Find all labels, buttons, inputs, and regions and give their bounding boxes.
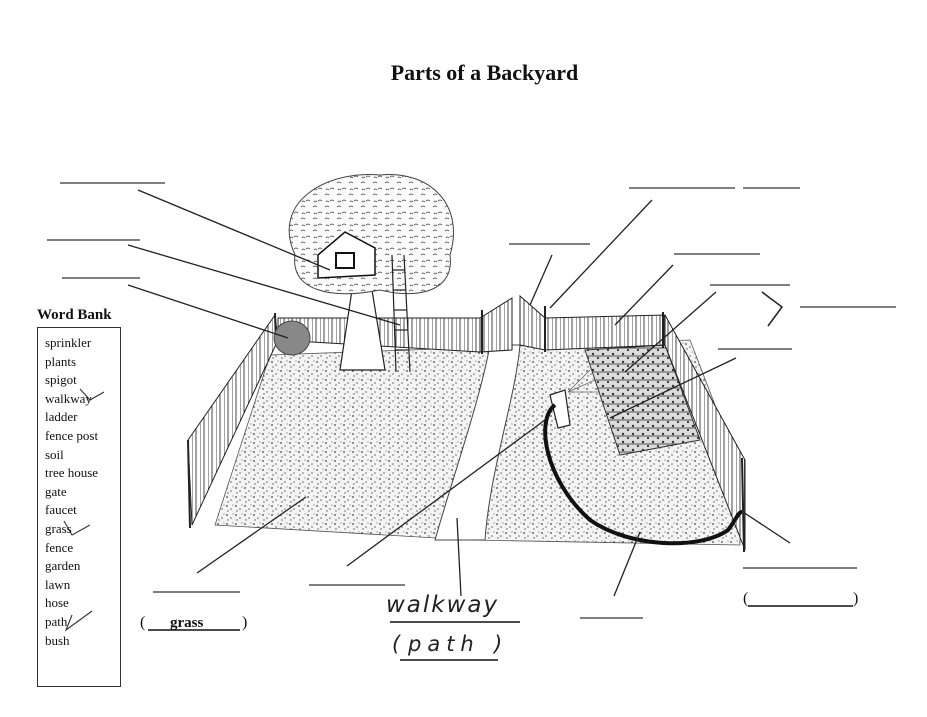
word-bank-item: fence post — [45, 427, 99, 443]
tree-house — [317, 231, 376, 279]
handwritten-path: path — [408, 632, 480, 656]
leader-lines — [127, 189, 791, 597]
right-open-paren: ( — [743, 590, 749, 607]
handwritten-bracket — [761, 291, 784, 327]
word-bank-item: ladder — [45, 409, 78, 425]
fence-posts — [187, 306, 745, 553]
word-bank-item: walkway — [45, 390, 92, 406]
ladder — [391, 254, 411, 373]
word-bank-item: bush — [45, 632, 70, 648]
sprinkler — [549, 369, 600, 429]
word-bank-item: garden — [45, 558, 81, 574]
answer-underlines — [148, 605, 853, 661]
word-bank-item: spigot — [45, 372, 77, 388]
word-bank-item: lawn — [45, 576, 71, 592]
garden — [584, 344, 701, 456]
bush — [273, 320, 311, 356]
word-bank-item: sprinkler — [45, 335, 92, 350]
close-paren: ) — [242, 614, 248, 631]
word-bank-item: soil — [45, 446, 64, 462]
word-bank-item: hose — [45, 595, 69, 611]
word-bank-list: sprinkler plants spigot walkway ladder f… — [45, 334, 98, 650]
hose — [543, 403, 743, 546]
answer-grass: grass — [170, 615, 204, 631]
page-title: Parts of a Backyard — [390, 60, 579, 85]
word-bank-item: tree house — [45, 465, 99, 481]
open-paren: ( — [140, 614, 146, 631]
right-close-paren: ) — [853, 590, 859, 607]
handwritten-close-paren: ) — [494, 632, 505, 656]
word-bank-item: fence — [45, 539, 74, 555]
word-bank-title: Word Bank — [37, 307, 112, 323]
handwritten-open-paren: ( — [392, 632, 403, 656]
word-bank-item: path — [45, 613, 68, 629]
word-bank-item: grass — [45, 520, 72, 536]
answer-blanks — [47, 182, 896, 619]
word-bank-item: faucet — [45, 502, 77, 518]
word-bank-item: gate — [45, 483, 67, 499]
gate — [479, 294, 546, 353]
word-bank-item: plants — [45, 353, 77, 369]
word-bank-check-marks — [63, 388, 105, 632]
handwritten-walkway: walkway — [386, 592, 500, 618]
walkway-path — [434, 344, 521, 541]
word-bank: sprinkler plants spigot walkway ladder f… — [37, 327, 121, 687]
